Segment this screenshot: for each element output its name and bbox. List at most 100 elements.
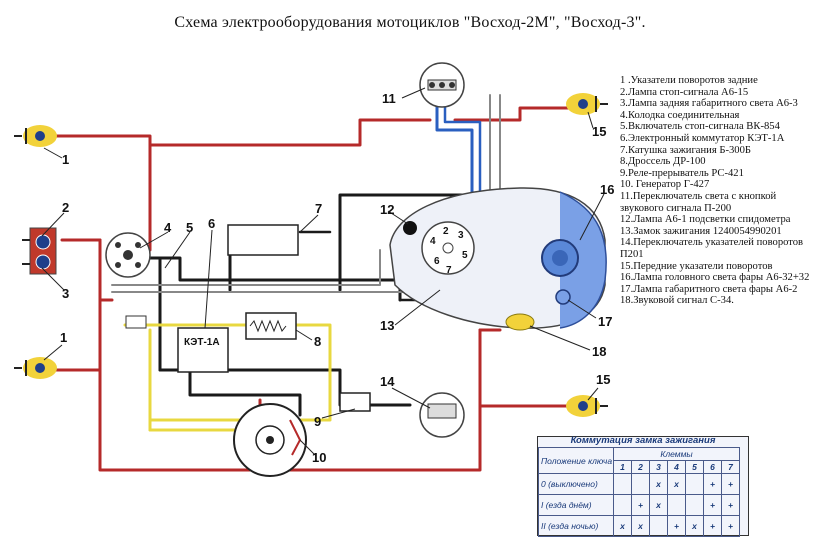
legend-item: 6.Электронный коммутатор КЭТ-1А [620, 132, 785, 144]
wire-red-front [453, 106, 584, 122]
svg-text:4: 4 [430, 236, 436, 247]
ignition-switch-table: Коммутация замка зажигания Положение клю… [537, 435, 749, 537]
label-18: 18 [592, 344, 606, 359]
table-cell [667, 494, 686, 516]
table-row: I (езда днём)+x++ [538, 494, 740, 516]
svg-text:5: 5 [462, 250, 468, 261]
key-position: I (езда днём) [538, 494, 614, 516]
terminal-column-header: 6 [703, 460, 722, 474]
table-cell [685, 473, 704, 495]
header-terminals: Клеммы [613, 447, 740, 461]
wire-red-front-low [478, 328, 584, 408]
svg-text:3: 3 [458, 230, 464, 241]
key-position: 0 (выключено) [538, 473, 614, 495]
table-cell: x [685, 515, 704, 537]
label-16: 16 [600, 182, 614, 197]
legend-item: 4.Колодка соединительная [620, 109, 740, 121]
legend-item: 13.Замок зажигания 1240054990201 [620, 225, 782, 237]
svg-text:7: 7 [446, 265, 452, 276]
ket-label: КЭТ-1А [184, 337, 220, 348]
wire-gray-a [111, 249, 381, 286]
relay-9 [339, 392, 371, 412]
label-17: 17 [598, 314, 612, 329]
table-cell: + [667, 515, 686, 537]
terminal-column-header: 7 [721, 460, 740, 474]
label-9: 9 [314, 414, 321, 429]
ignition-coil-7 [227, 224, 299, 256]
legend-item: 12.Лампа А6-1 подсветки спидометра [620, 214, 791, 226]
header-position: Положение ключа [538, 447, 614, 474]
label-1-top: 1 [62, 152, 69, 167]
legend-item: 8.Дроссель ДР-100 [620, 156, 706, 168]
legend-item: 15.Передние указатели поворотов [620, 260, 773, 272]
light-switch-11 [419, 62, 465, 108]
wire-black-a [118, 256, 402, 302]
legend-item: 2.Лампа стоп-сигнала А6-15 [620, 86, 749, 98]
label-6: 6 [208, 216, 215, 231]
table-cell: x [649, 494, 668, 516]
label-15-bottom: 15 [596, 372, 610, 387]
turn-switch-14 [419, 392, 465, 438]
label-10: 10 [312, 450, 326, 465]
legend-item: 18.Звуковой сигнал С-34. [620, 295, 734, 307]
terminal-column-header: 1 [613, 460, 632, 474]
table-cell: x [649, 473, 668, 495]
table-cell: + [703, 473, 722, 495]
wire-red-main [38, 118, 432, 147]
table-cell: + [721, 515, 740, 537]
table-cell [613, 473, 632, 495]
legend-item: 10. Генератор Г-427 [620, 179, 710, 191]
wire-yellow-b [148, 328, 237, 432]
legend-item: 11.Переключатель света с кнопкой звуково… [620, 190, 777, 214]
label-11: 11 [382, 91, 396, 106]
ket-box-6 [177, 327, 229, 373]
legend-item: 5.Включатель стоп-сигнала ВК-854 [620, 121, 780, 133]
terminal-column-header: 4 [667, 460, 686, 474]
label-8: 8 [314, 334, 321, 349]
table-cell [631, 473, 650, 495]
svg-text:6: 6 [434, 256, 440, 267]
terminal-column-header: 5 [685, 460, 704, 474]
label-13: 13 [380, 318, 394, 333]
label-14: 14 [380, 374, 395, 389]
diagram-title: Схема электрооборудования мотоциклов "Во… [174, 14, 646, 31]
rear-lamp-2-3 [22, 227, 57, 275]
table-cell: + [631, 494, 650, 516]
turn-signals [14, 93, 608, 417]
legend-item: 14.Переключатель указателей поворотов П2… [620, 237, 804, 260]
table-cell: x [631, 515, 650, 537]
generator-10 [233, 403, 307, 477]
table-cell: + [721, 473, 740, 495]
connector-4 [105, 232, 151, 278]
wire-red-bottom [98, 298, 502, 472]
horn-18 [505, 313, 535, 331]
table-cell: x [667, 473, 686, 495]
legend-item: 7.Катушка зажигания Б-300Б [620, 144, 751, 156]
label-1-bottom: 1 [60, 330, 67, 345]
label-15-top: 15 [592, 124, 606, 139]
label-12: 12 [380, 202, 394, 217]
table-cell [649, 515, 668, 537]
label-7: 7 [315, 201, 322, 216]
svg-text:2: 2 [443, 226, 449, 237]
legend-item: 16.Лампа головного света фары А6-32+32 [620, 272, 810, 284]
wire-black-e [188, 368, 302, 417]
key-position: II (езда ночью) [538, 515, 614, 537]
switch-table-caption: Коммутация замка зажигания [570, 435, 716, 446]
legend-item: 1 .Указатели поворотов задние [620, 75, 758, 86]
choke-8 [245, 312, 297, 340]
stop-switch-5 [125, 315, 147, 329]
label-4: 4 [164, 220, 172, 235]
legend-item: 17.Лампа габаритного света фары А6-2 [620, 283, 798, 295]
table-cell: + [721, 494, 740, 516]
table-cell: + [703, 494, 722, 516]
table-cell: x [613, 515, 632, 537]
